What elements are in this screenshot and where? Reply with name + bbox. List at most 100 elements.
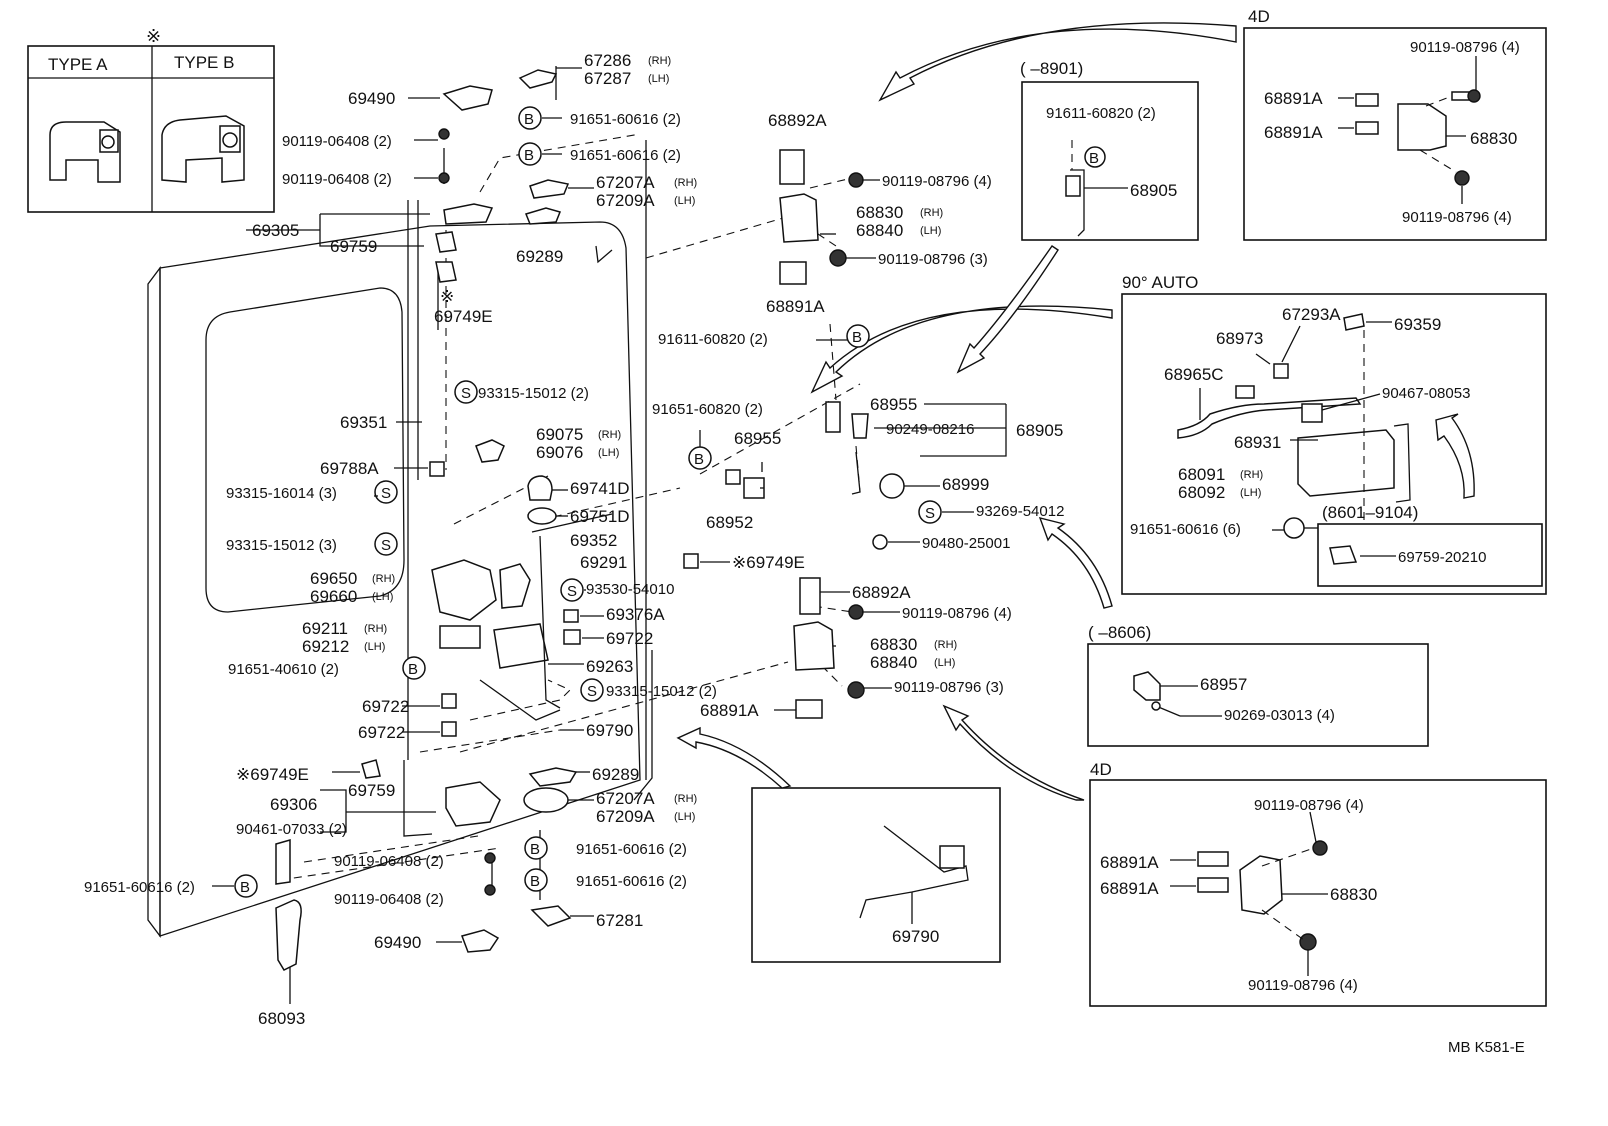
- inset-4d-bottom: 4D: [1089, 760, 1547, 1007]
- type-mark: ※: [146, 26, 161, 46]
- clip-type-a-icon: [49, 121, 121, 183]
- label-90461-07033: 90461-07033 (2): [236, 821, 347, 838]
- label-68973: 68973: [1216, 329, 1263, 348]
- b-marker-6: B: [524, 868, 548, 892]
- label-69759-20210: 69759-20210: [1398, 549, 1486, 566]
- label-68931: 68931: [1234, 433, 1281, 452]
- label-68840-top-lh: (LH): [920, 225, 941, 237]
- label-67207A-low-rh: (RH): [674, 793, 697, 805]
- svg-text:S: S: [381, 537, 391, 554]
- label-69211: 69211: [302, 619, 348, 638]
- b-marker-2: B: [518, 142, 542, 166]
- svg-text:B: B: [524, 111, 534, 128]
- label-68891A-low: 68891A: [700, 701, 759, 720]
- clip-type-b-icon: [161, 115, 245, 183]
- flow-arrows: [676, 22, 1237, 801]
- label-68891A-4d-a: 68891A: [1264, 89, 1323, 108]
- svg-text:S: S: [925, 505, 935, 522]
- label-69660-lh: (LH): [372, 591, 393, 603]
- inset-8901-title: ( –8901): [1020, 59, 1083, 78]
- label-68905-main: 68905: [1016, 421, 1063, 440]
- b-symbol: B: [1089, 150, 1099, 167]
- label-69749E-mid: ※69749E: [732, 553, 805, 572]
- svg-text:B: B: [408, 661, 418, 678]
- footer-code: MB K581-E: [1448, 1039, 1525, 1056]
- label-67286: 67286: [584, 51, 631, 70]
- label-93530-54010: 93530-54010: [586, 581, 674, 598]
- label-68830-top-rh: (RH): [920, 207, 943, 219]
- label-67286-rh: (RH): [648, 55, 671, 67]
- label-68830-4d-low: 68830: [1330, 885, 1377, 904]
- inset-4d-bottom-title: 4D: [1090, 760, 1112, 779]
- s-marker-4: S: [560, 578, 584, 602]
- label-69749E-low: ※69749E: [236, 765, 309, 784]
- label-69650-rh: (RH): [372, 573, 395, 585]
- label-69291: 69291: [580, 553, 627, 572]
- svg-text:B: B: [530, 841, 540, 858]
- label-68955-b: 68955: [870, 395, 917, 414]
- label-69076-lh: (LH): [598, 447, 619, 459]
- s-marker-5: S: [580, 678, 604, 702]
- label-91651-60616-b: 91651-60616 (2): [570, 147, 681, 164]
- s-marker-3: S: [374, 532, 398, 556]
- label-69212-lh: (LH): [364, 641, 385, 653]
- part-labels: 69490 90119-06408 (2) 90119-06408 (2) 69…: [84, 39, 1525, 1056]
- label-69749E-top: 69749E: [434, 307, 493, 326]
- label-90249-08216: 90249-08216: [886, 421, 974, 438]
- label-68952: 68952: [706, 513, 753, 532]
- label-90480-25001: 90480-25001: [922, 535, 1010, 552]
- label-93315-16014: 93315-16014 (3): [226, 485, 337, 502]
- s-marker-6: S: [918, 500, 942, 524]
- label-90119-08796-d: 90119-08796 (3): [894, 679, 1004, 696]
- label-91651-60820: 91651-60820 (2): [652, 401, 763, 418]
- s-marker-1: S: [454, 380, 478, 404]
- label-67209A-top-lh: (LH): [674, 195, 695, 207]
- label-69211-rh: (RH): [364, 623, 387, 635]
- leader-lines: [246, 66, 1007, 1004]
- label-68091: 68091: [1178, 465, 1225, 484]
- label-68892A-top: 68892A: [768, 111, 827, 130]
- label-69490-low: 69490: [374, 933, 421, 952]
- svg-text:B: B: [530, 873, 540, 890]
- label-69212: 69212: [302, 637, 349, 656]
- svg-text:B: B: [694, 451, 704, 468]
- label-68957: 68957: [1200, 675, 1247, 694]
- s-marker-2: S: [374, 480, 398, 504]
- label-67209A-top: 67209A: [596, 191, 655, 210]
- label-93315-15012-c: 93315-15012 (2): [606, 683, 717, 700]
- label-69263: 69263: [586, 657, 633, 676]
- label-68891A-4d-b: 68891A: [1264, 123, 1323, 142]
- type-b-label: TYPE B: [174, 53, 234, 72]
- label-68091-rh: (RH): [1240, 469, 1263, 481]
- label-67293A: 67293A: [1282, 305, 1341, 324]
- label-69306: 69306: [270, 795, 317, 814]
- label-93269-54012: 93269-54012: [976, 503, 1064, 520]
- label-68955-a: 68955: [734, 429, 781, 448]
- label-91651-60616-e: 91651-60616 (2): [576, 873, 687, 890]
- label-68891A-4d-c: 68891A: [1100, 853, 1159, 872]
- label-68905-inset: 68905: [1130, 181, 1177, 200]
- inset-90-auto: 90° AUTO (8601–9104): [1121, 273, 1547, 595]
- door-panel-outline: [147, 221, 641, 938]
- b-bolt-icon: [1084, 146, 1106, 168]
- label-90119-06408-d: 90119-06408 (2): [334, 891, 444, 908]
- label-69660: 69660: [310, 587, 357, 606]
- label-68891A-top: 68891A: [766, 297, 825, 316]
- label-91651-60616-a: 91651-60616 (2): [570, 111, 681, 128]
- label-69076: 69076: [536, 443, 583, 462]
- label-90119-08796-b: 90119-08796 (3): [878, 251, 988, 268]
- label-69722-a: 69722: [606, 629, 653, 648]
- fastener-markers: B B S S S S B S B B B B B S: [234, 106, 942, 898]
- label-67287-lh: (LH): [648, 73, 669, 85]
- label-68840-top: 68840: [856, 221, 903, 240]
- label-67209A-low: 67209A: [596, 807, 655, 826]
- label-69351: 69351: [340, 413, 387, 432]
- inset-90-auto-title: 90° AUTO: [1122, 273, 1198, 292]
- inset-69790: [751, 787, 1001, 963]
- label-69751D: 69751D: [570, 507, 630, 526]
- label-90119-08796-4d-d: 90119-08796 (4): [1248, 977, 1358, 994]
- label-67281: 67281: [596, 911, 643, 930]
- label-69490-top: 69490: [348, 89, 395, 108]
- label-68092-lh: (LH): [1240, 487, 1261, 499]
- label-68840-low: 68840: [870, 653, 917, 672]
